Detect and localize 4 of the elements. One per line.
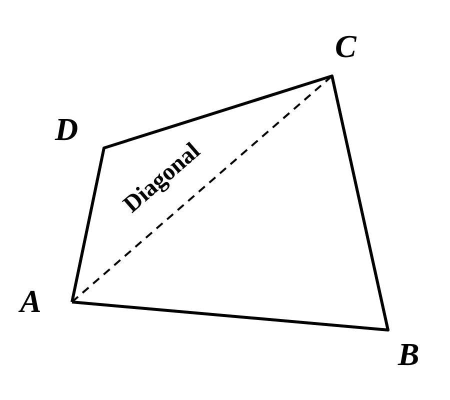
vertex-label: D [55,113,78,145]
vertex-label: B [398,338,420,370]
vertex-label: C [335,30,356,62]
vertex-label: A [20,285,42,317]
